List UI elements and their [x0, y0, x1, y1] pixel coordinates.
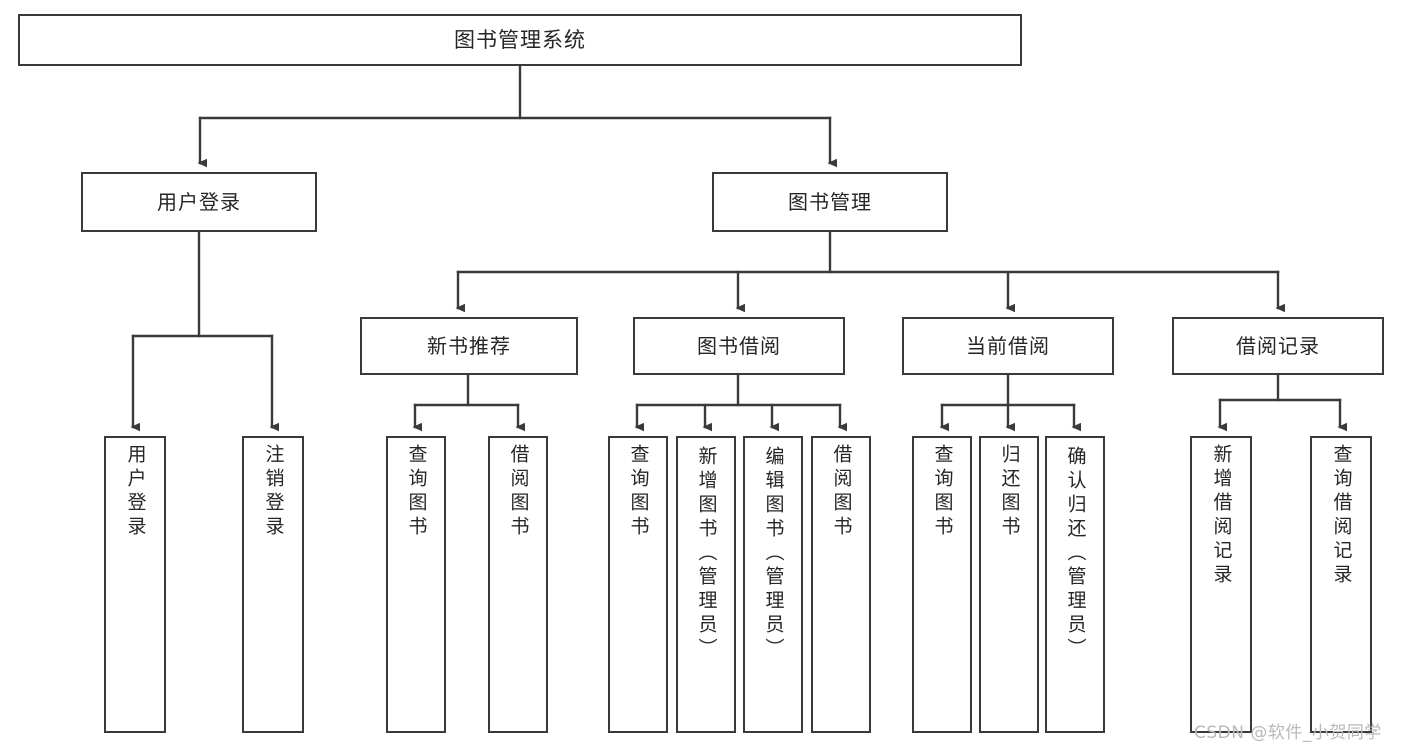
- node-label: 图书管理: [788, 189, 872, 214]
- node-label: 新增图书（管理员）: [695, 446, 718, 662]
- node-label: 图书借阅: [697, 333, 781, 358]
- leaf-user-login-logout[interactable]: 注销登录: [242, 436, 304, 733]
- node-new-book-recommend[interactable]: 新书推荐: [360, 317, 578, 375]
- node-label: 借阅记录: [1236, 333, 1320, 358]
- node-label: 新书推荐: [427, 333, 511, 358]
- node-current-borrow[interactable]: 当前借阅: [902, 317, 1114, 375]
- leaf-borrow-record-query[interactable]: 查询借阅记录: [1310, 436, 1372, 733]
- node-label: 查询借阅记录: [1330, 444, 1353, 588]
- node-label: 注销登录: [262, 444, 285, 540]
- node-book-management[interactable]: 图书管理: [712, 172, 948, 232]
- leaf-current-borrow-return[interactable]: 归还图书: [979, 436, 1039, 733]
- leaf-book-borrow-add[interactable]: 新增图书（管理员）: [676, 436, 736, 733]
- node-label: 当前借阅: [966, 333, 1050, 358]
- leaf-book-borrow-edit[interactable]: 编辑图书（管理员）: [743, 436, 803, 733]
- leaf-current-borrow-query[interactable]: 查询图书: [912, 436, 972, 733]
- node-label: 查询图书: [627, 444, 650, 540]
- node-label: 用户登录: [157, 189, 241, 214]
- leaf-user-login-login[interactable]: 用户登录: [104, 436, 166, 733]
- leaf-new-book-borrow[interactable]: 借阅图书: [488, 436, 548, 733]
- node-user-login[interactable]: 用户登录: [81, 172, 317, 232]
- node-label: 新增借阅记录: [1210, 444, 1233, 588]
- node-label: 编辑图书（管理员）: [762, 446, 785, 662]
- node-root-system[interactable]: 图书管理系统: [18, 14, 1022, 66]
- node-label: 用户登录: [124, 444, 147, 540]
- node-label: 确认归还（管理员）: [1064, 446, 1087, 662]
- leaf-current-borrow-confirm-return[interactable]: 确认归还（管理员）: [1045, 436, 1105, 733]
- node-label: 查询图书: [405, 444, 428, 540]
- node-label: 归还图书: [998, 444, 1021, 540]
- leaf-book-borrow-query[interactable]: 查询图书: [608, 436, 668, 733]
- node-label: 查询图书: [931, 444, 954, 540]
- leaf-borrow-record-add[interactable]: 新增借阅记录: [1190, 436, 1252, 733]
- node-book-borrow[interactable]: 图书借阅: [633, 317, 845, 375]
- node-label: 图书管理系统: [454, 27, 586, 52]
- leaf-book-borrow-borrow[interactable]: 借阅图书: [811, 436, 871, 733]
- leaf-new-book-query[interactable]: 查询图书: [386, 436, 446, 733]
- node-borrow-record[interactable]: 借阅记录: [1172, 317, 1384, 375]
- node-label: 借阅图书: [507, 444, 530, 540]
- csdn-watermark: CSDN @软件_小贺同学: [1194, 723, 1382, 743]
- node-label: 借阅图书: [830, 444, 853, 540]
